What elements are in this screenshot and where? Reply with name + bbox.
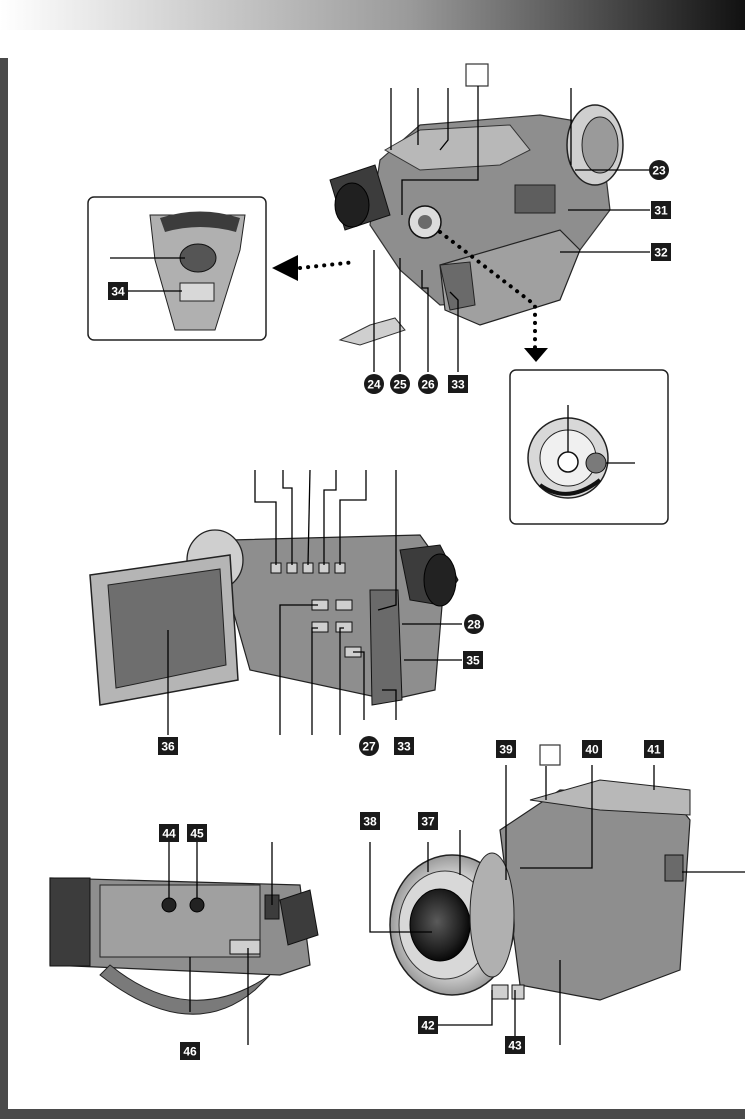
leader-lines-bottom-right xyxy=(369,765,745,1046)
mode-dial-inset xyxy=(509,369,669,525)
callout-28-text: 28 xyxy=(467,618,481,632)
callout-35-text: 35 xyxy=(466,654,480,668)
callout-27: 27 xyxy=(359,736,379,756)
leader-lines-top xyxy=(373,86,650,372)
camera-front-view xyxy=(389,744,691,1001)
callout-31-text: 31 xyxy=(654,204,668,218)
callout-37-text: 37 xyxy=(421,815,435,829)
callout-36-text: 36 xyxy=(161,740,175,754)
callout-46: 46 xyxy=(180,1042,200,1060)
callout-46-text: 46 xyxy=(183,1045,197,1059)
callout-44: 44 xyxy=(159,824,179,842)
page-frame xyxy=(0,58,8,1119)
callout-40-text: 40 xyxy=(585,743,599,757)
callout-26: 26 xyxy=(418,374,438,394)
page-frame-bottom xyxy=(0,1109,745,1119)
callout-35: 35 xyxy=(463,651,483,669)
square-callouts: 31 32 33 34 33 35 36 37 xyxy=(108,201,671,1060)
callout-39-text: 39 xyxy=(499,743,513,757)
callout-40: 40 xyxy=(582,740,602,758)
callout-45-text: 45 xyxy=(190,827,204,841)
callout-34: 34 xyxy=(108,282,128,300)
camera-bottom-view xyxy=(49,877,319,1015)
callout-41: 41 xyxy=(644,740,664,758)
callout-41-text: 41 xyxy=(647,743,661,757)
callout-39: 39 xyxy=(496,740,516,758)
callout-26-text: 26 xyxy=(421,378,435,392)
callout-43-text: 43 xyxy=(508,1039,522,1053)
leader-lines-bottom-left xyxy=(168,842,273,1045)
eyepiece-inset xyxy=(87,196,267,341)
callout-32: 32 xyxy=(651,243,671,261)
dotted-connectors xyxy=(298,230,537,352)
callout-42-text: 42 xyxy=(421,1019,435,1033)
callout-38: 38 xyxy=(360,812,380,830)
circled-callouts: 23 24 25 26 27 28 xyxy=(359,160,669,756)
callout-34-text: 34 xyxy=(111,285,125,299)
callout-24: 24 xyxy=(364,374,384,394)
callout-23: 23 xyxy=(649,160,669,180)
callout-37: 37 xyxy=(418,812,438,830)
callout-25-text: 25 xyxy=(393,378,407,392)
camera-lcd-view xyxy=(89,529,459,706)
callout-33-middle-text: 33 xyxy=(397,740,411,754)
arrow-down xyxy=(524,348,548,362)
header-bar xyxy=(0,0,745,30)
callout-33-middle: 33 xyxy=(394,737,414,755)
callout-32-text: 32 xyxy=(654,246,668,260)
callout-38-text: 38 xyxy=(363,815,377,829)
callout-24-text: 24 xyxy=(367,378,381,392)
callout-36: 36 xyxy=(158,737,178,755)
callout-31: 31 xyxy=(651,201,671,219)
callout-43: 43 xyxy=(505,1036,525,1054)
callout-33-top-text: 33 xyxy=(451,378,465,392)
camera-top-view xyxy=(329,63,624,346)
leader-lines-middle xyxy=(167,469,462,735)
callout-45: 45 xyxy=(187,824,207,842)
callout-44-text: 44 xyxy=(162,827,176,841)
callout-23-text: 23 xyxy=(652,164,666,178)
callout-28: 28 xyxy=(464,614,484,634)
callout-33-top: 33 xyxy=(448,375,468,393)
callout-42: 42 xyxy=(418,1016,438,1034)
callout-27-text: 27 xyxy=(362,740,376,754)
callout-25: 25 xyxy=(390,374,410,394)
arrow-left xyxy=(272,255,298,281)
